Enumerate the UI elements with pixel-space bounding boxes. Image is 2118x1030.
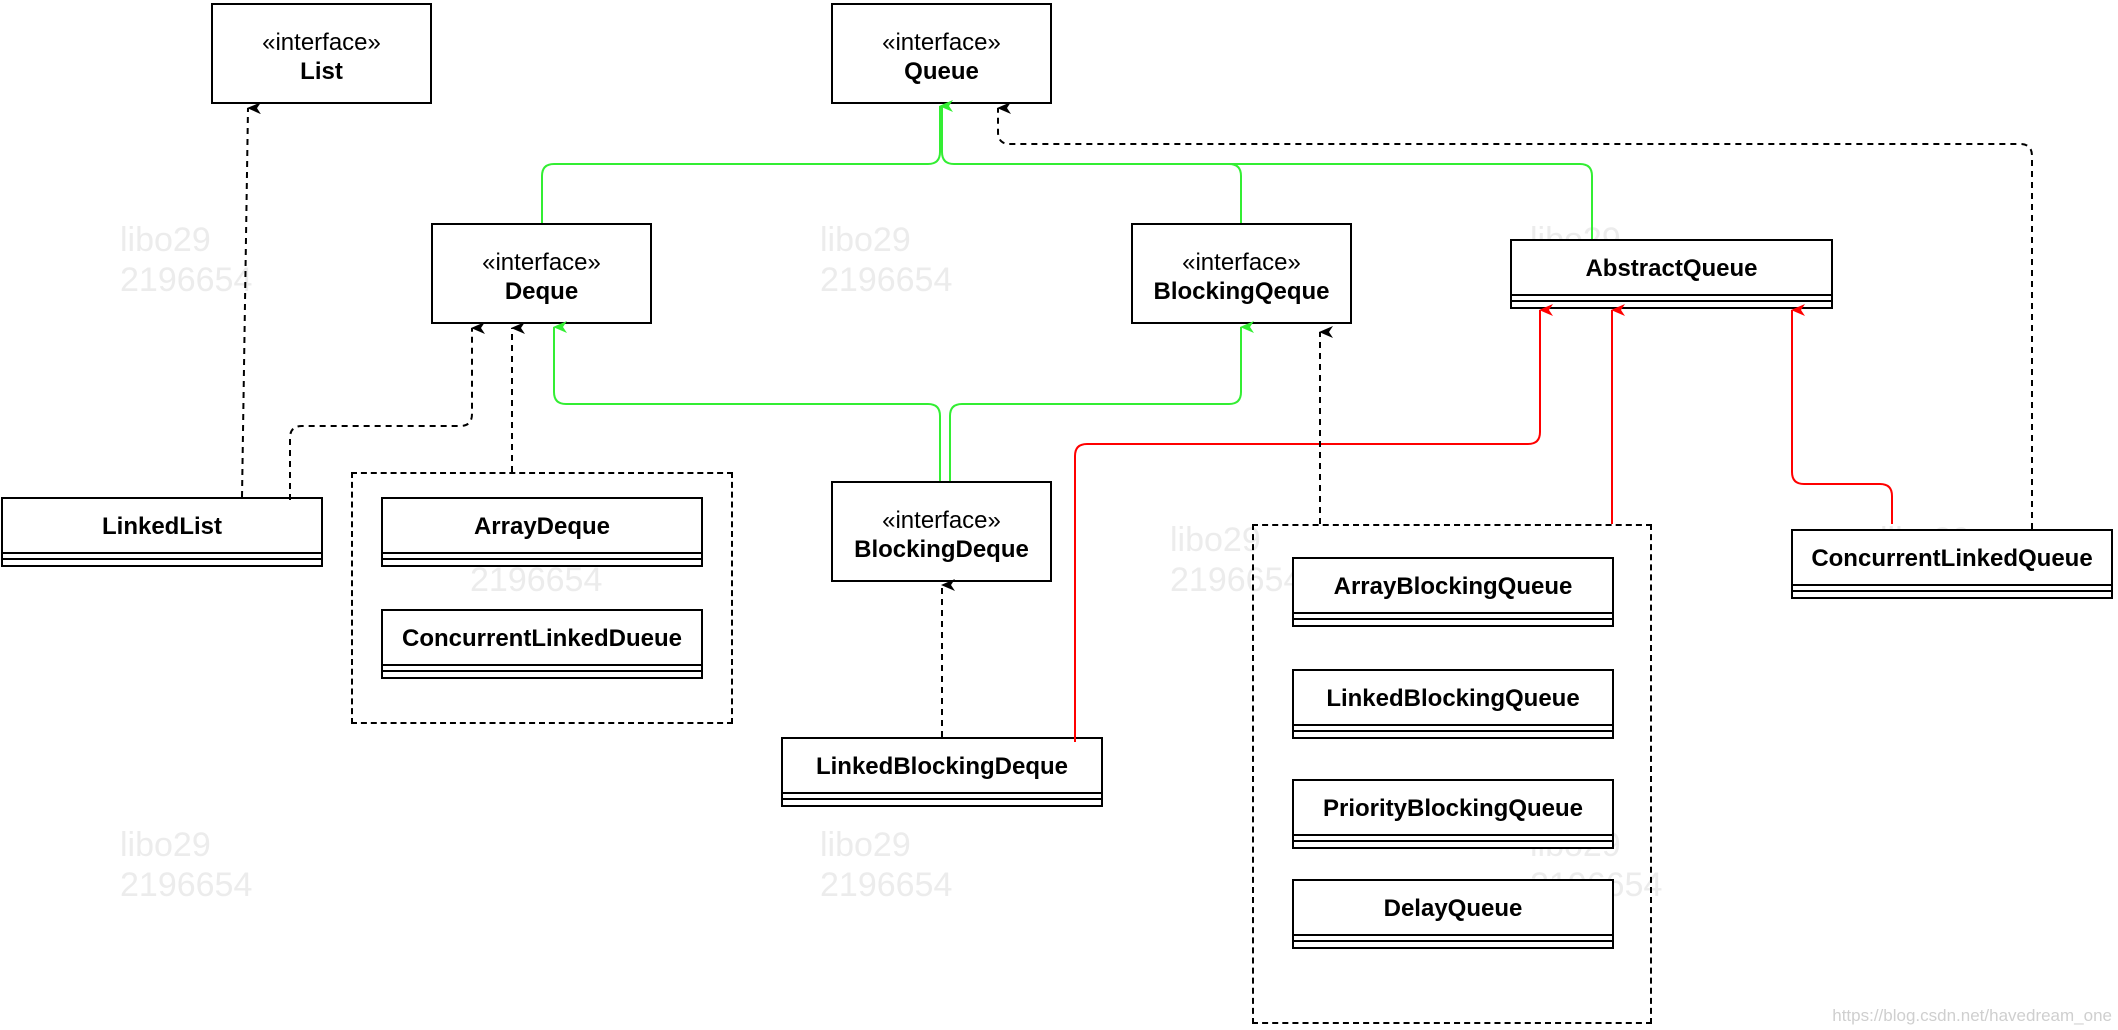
linkedlist-to-list-edge [241, 102, 262, 498]
blocking-queue-impl-group [1252, 524, 1652, 1024]
class-name: LinkedBlockingQueue [1326, 685, 1580, 712]
class-name: AbstractQueue [1585, 255, 1758, 282]
class-divider [1294, 730, 1612, 732]
class-divider [383, 664, 701, 666]
class-divider [383, 670, 701, 672]
class-name: ConcurrentLinkedDueue [401, 625, 683, 652]
class-divider [1793, 590, 2111, 592]
interface-name: BlockingDeque [854, 536, 1029, 563]
class-divider [1512, 300, 1831, 302]
class-divider [1294, 834, 1612, 836]
stereotype-label: «interface» [1182, 249, 1301, 276]
class-name: ArrayBlockingQueue [1333, 573, 1573, 600]
interface-name: Queue [904, 58, 979, 85]
array-deque-class[interactable]: ArrayDeque [381, 497, 703, 567]
blocking-deque-interface[interactable]: «interface» BlockingDeque [831, 481, 1052, 582]
array-blocking-queue-class[interactable]: ArrayBlockingQueue [1292, 557, 1614, 627]
stereotype-label: «interface» [262, 29, 381, 56]
blocking-qeque-interface[interactable]: «interface» BlockingQeque [1131, 223, 1352, 324]
class-divider [1294, 840, 1612, 842]
class-name: ArrayDeque [473, 513, 611, 540]
delay-queue-class[interactable]: DelayQueue [1292, 879, 1614, 949]
class-divider [3, 558, 321, 560]
class-name: ConcurrentLinkedQueue [1811, 545, 2093, 572]
concurrentlinkedqueue-to-abstractqueue-edge [1791, 304, 1893, 524]
source-footer: https://blog.csdn.net/havedream_one [1832, 1006, 2112, 1025]
priority-blocking-queue-class[interactable]: PriorityBlockingQueue [1292, 779, 1614, 849]
interface-name: List [300, 58, 343, 85]
class-name: PriorityBlockingQueue [1322, 795, 1584, 822]
linked-list-class[interactable]: LinkedList [1, 497, 323, 567]
stereotype-label: «interface» [882, 507, 1001, 534]
concurrent-linked-dueue-class[interactable]: ConcurrentLinkedDueue [381, 609, 703, 679]
blockingdeque-to-deque-edge [553, 321, 941, 481]
queue-interface[interactable]: «interface» Queue [831, 3, 1052, 104]
stereotype-label: «interface» [482, 249, 601, 276]
class-divider [1294, 934, 1612, 936]
class-divider [383, 552, 701, 554]
deque-impl-group [351, 472, 733, 724]
interface-name: BlockingQeque [1153, 278, 1330, 305]
class-divider [1294, 618, 1612, 620]
class-divider [383, 558, 701, 560]
deque-interface[interactable]: «interface» Deque [431, 223, 652, 324]
abstract-queue-class[interactable]: AbstractQueue [1510, 239, 1833, 309]
class-divider [783, 798, 1101, 800]
abstractqueue-to-queue-edge [954, 163, 1593, 239]
blockingdeque-to-blockingqeque-edge [949, 321, 1254, 481]
linkedblockingdeque-to-abstractqueue-edge [1074, 304, 1553, 742]
class-divider [1512, 294, 1831, 296]
class-divider [1294, 940, 1612, 942]
class-name: LinkedList [101, 513, 222, 540]
list-interface[interactable]: «interface» List [211, 3, 432, 104]
stereotype-label: «interface» [882, 29, 1001, 56]
linked-blocking-deque-class[interactable]: LinkedBlockingDeque [781, 737, 1103, 807]
linkedlist-to-deque-edge [289, 322, 485, 500]
interface-name: Deque [504, 278, 579, 305]
concurrent-linked-queue-class[interactable]: ConcurrentLinkedQueue [1791, 529, 2113, 599]
concurrentlinkedqueue-to-queue-edge [997, 102, 2033, 529]
class-divider [3, 552, 321, 554]
linked-blocking-queue-class[interactable]: LinkedBlockingQueue [1292, 669, 1614, 739]
class-divider [1793, 584, 2111, 586]
class-name: LinkedBlockingDeque [815, 753, 1069, 780]
deque-to-queue-edge [541, 100, 953, 223]
class-name: DelayQueue [1383, 895, 1523, 922]
class-divider [1294, 612, 1612, 614]
class-divider [783, 792, 1101, 794]
class-divider [1294, 724, 1612, 726]
